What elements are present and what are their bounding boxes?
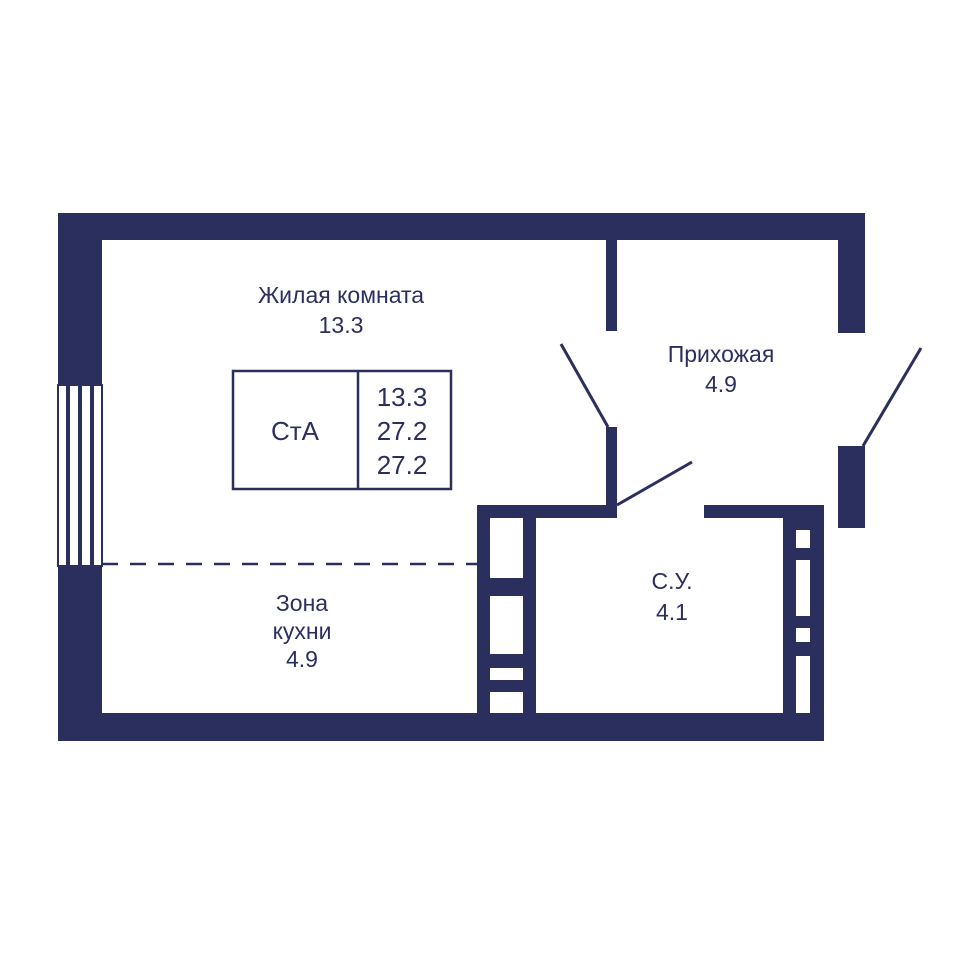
window-left bbox=[57, 384, 103, 567]
door-swings bbox=[559, 343, 923, 507]
walls bbox=[58, 213, 865, 741]
kitchen-name-line2: кухни bbox=[273, 618, 332, 644]
kitchen-area: 4.9 bbox=[286, 646, 318, 672]
bath-wall-vents bbox=[796, 530, 810, 713]
wall-bottom bbox=[58, 713, 824, 741]
wall-left-lower bbox=[58, 566, 102, 741]
door-living bbox=[559, 343, 610, 428]
wall-partition-hall bbox=[606, 213, 617, 331]
summary-type: СтА bbox=[271, 416, 320, 446]
wall-right-lower bbox=[838, 446, 865, 528]
bathroom-area: 4.1 bbox=[656, 599, 688, 625]
hall-area: 4.9 bbox=[705, 371, 737, 397]
door-entrance bbox=[861, 347, 923, 447]
shaft-vents bbox=[490, 518, 523, 713]
hall-name: Прихожая bbox=[668, 341, 775, 367]
summary-total-area: 27.2 bbox=[377, 416, 428, 446]
door-bathroom bbox=[616, 460, 693, 507]
living-room-name: Жилая комната bbox=[258, 282, 424, 308]
wall-partition-hall-lower bbox=[606, 427, 617, 518]
wall-top bbox=[58, 213, 865, 240]
summary-box: СтА 13.3 27.2 27.2 bbox=[231, 369, 453, 491]
living-room-area: 13.3 bbox=[319, 312, 364, 338]
bathroom-name: С.У. bbox=[652, 568, 693, 594]
summary-living-area: 13.3 bbox=[377, 382, 428, 412]
wall-right-upper bbox=[838, 213, 865, 333]
kitchen-name-line1: Зона bbox=[276, 590, 328, 616]
wall-left-upper bbox=[58, 213, 102, 385]
summary-total-area-2: 27.2 bbox=[377, 450, 428, 480]
wall-bath-top-right bbox=[704, 505, 824, 518]
